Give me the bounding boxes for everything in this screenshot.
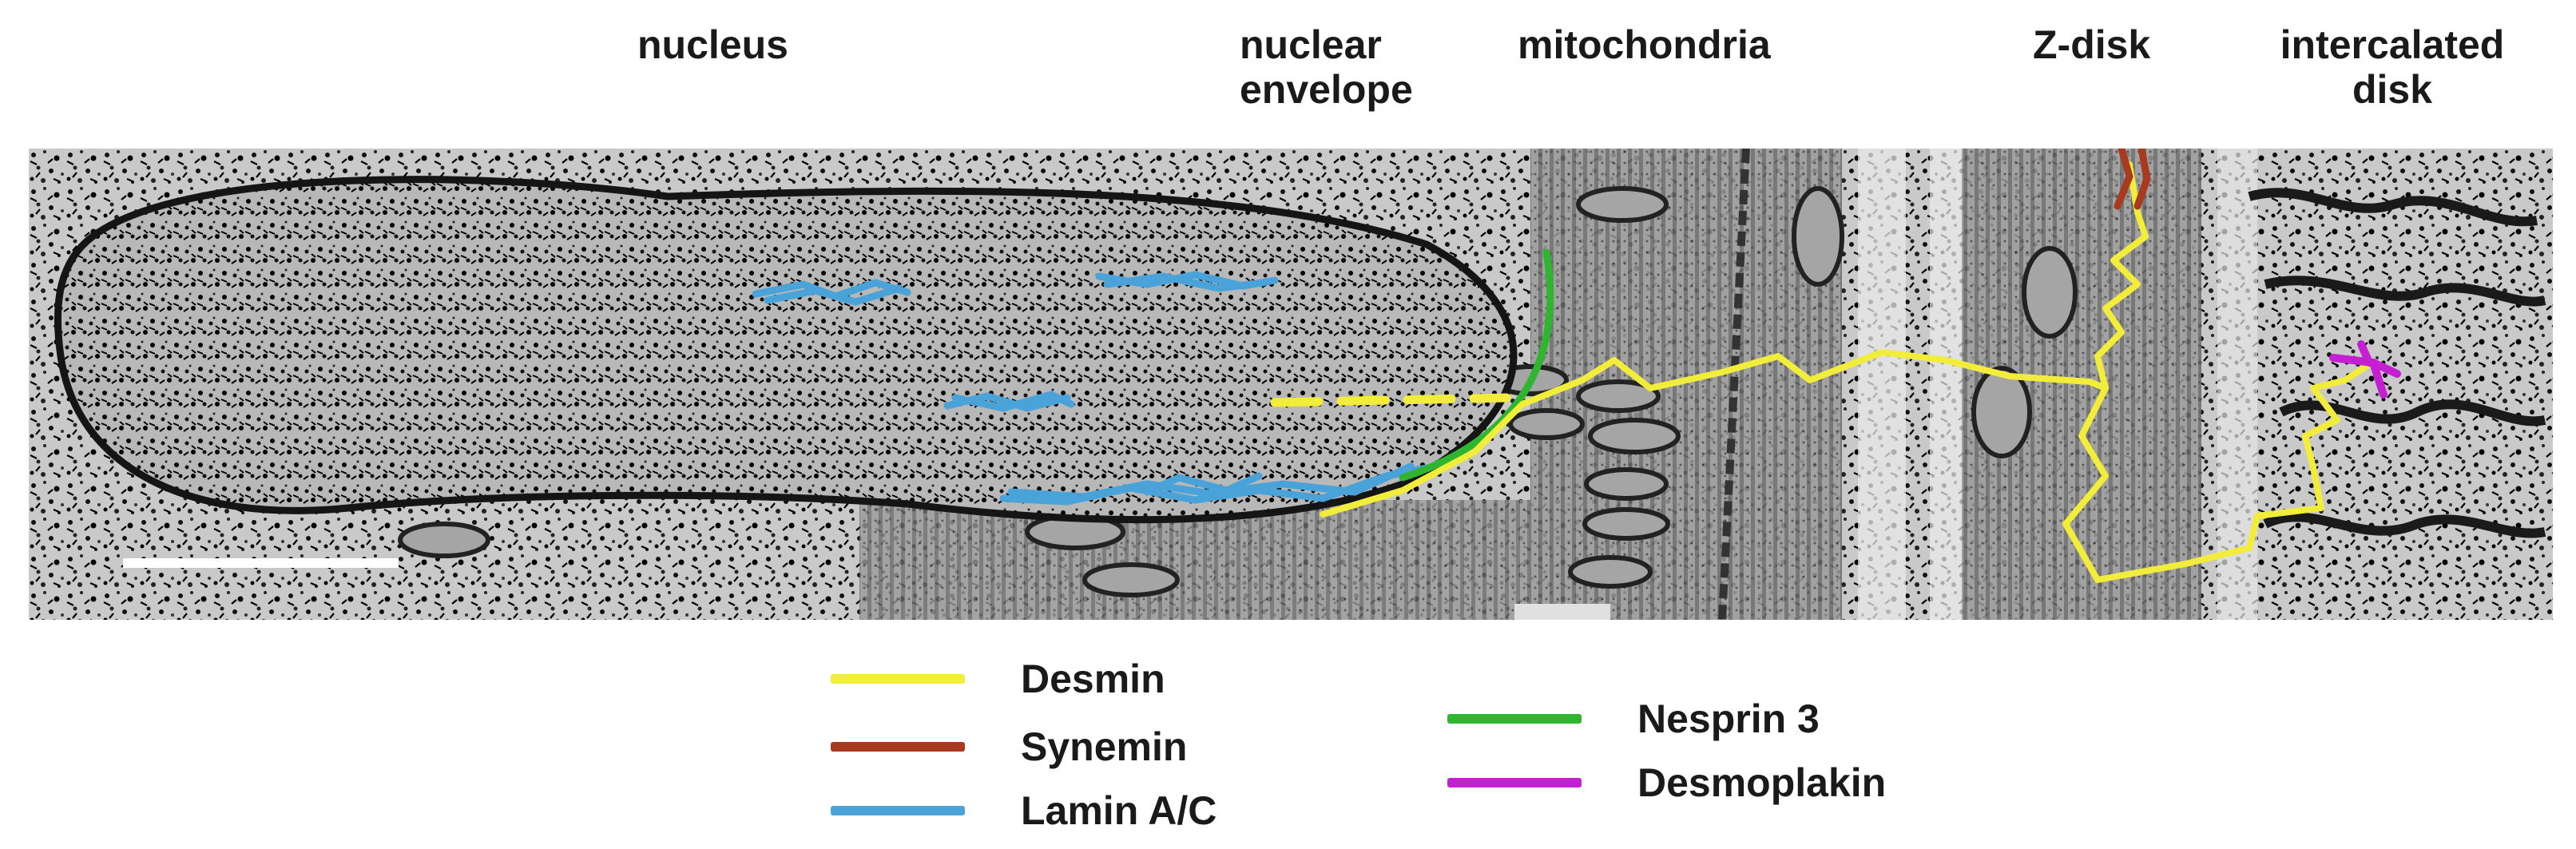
lamin-filament bbox=[1143, 472, 1263, 496]
intercalated-disk-structures bbox=[2248, 188, 2546, 538]
legend-swatch-lamin bbox=[831, 806, 965, 815]
legend-label-lamin: Lamin A/C bbox=[1021, 788, 1217, 833]
legend-item-desmin: Desmin bbox=[831, 655, 1165, 703]
nucleus bbox=[54, 176, 1518, 524]
z-line bbox=[1718, 149, 1750, 620]
legend-item-nesprin-3: Nesprin 3 bbox=[1447, 695, 1820, 743]
legend-item-lamin: Lamin A/C bbox=[831, 787, 1217, 835]
light-band bbox=[1858, 149, 1906, 620]
legend-swatch-synemin bbox=[831, 742, 965, 752]
desmoplakin-marker bbox=[2329, 340, 2401, 399]
legend-item-synemin: Synemin bbox=[831, 723, 1187, 771]
legend-label-nesprin-3: Nesprin 3 bbox=[1637, 696, 1820, 741]
desmin-filament bbox=[1320, 349, 2109, 518]
lamin-filament bbox=[1007, 462, 1415, 501]
desmoplakin-segment bbox=[2357, 340, 2373, 367]
desmin-filaments bbox=[1270, 161, 2372, 583]
scale-bar bbox=[123, 558, 399, 568]
legend-swatch-nesprin-3 bbox=[1447, 714, 1582, 724]
lamin-filament bbox=[951, 391, 1075, 412]
label-nucleus: nucleus bbox=[637, 22, 788, 67]
desmoplakin-segment bbox=[2369, 359, 2387, 399]
label-z-disk: Z-disk bbox=[2033, 22, 2151, 67]
label-nuclear-envelope: nuclear envelope bbox=[1240, 22, 1413, 112]
lamin-filament bbox=[1103, 272, 1267, 292]
myofibril-region-left bbox=[1530, 149, 1842, 620]
micrograph-panel bbox=[29, 149, 2553, 620]
legend-swatch-desmin bbox=[831, 674, 965, 684]
nesprin-3-filament bbox=[1399, 248, 1554, 482]
label-intercalated-disk: intercalated disk bbox=[2280, 22, 2505, 112]
legend-item-desmoplakin: Desmoplakin bbox=[1447, 759, 1886, 807]
desmin-filament bbox=[2062, 361, 2372, 583]
legend-swatch-desmoplakin bbox=[1447, 778, 1582, 788]
legend-label-desmin: Desmin bbox=[1021, 657, 1165, 701]
synemin-filament bbox=[2133, 149, 2151, 210]
desmin-nuclear-segment bbox=[1270, 393, 1511, 407]
lamin-filament bbox=[764, 284, 903, 306]
label-mitochondria: mitochondria bbox=[1518, 22, 1771, 67]
legend-label-desmoplakin: Desmoplakin bbox=[1637, 760, 1887, 805]
synemin-filament bbox=[2114, 149, 2133, 210]
light-band bbox=[1930, 149, 1962, 620]
image-artifact bbox=[1514, 604, 1610, 620]
synemin-filaments bbox=[2114, 149, 2151, 210]
legend-label-synemin: Synemin bbox=[1021, 724, 1188, 769]
desmin-filament bbox=[2094, 161, 2149, 391]
lamin-filaments bbox=[752, 271, 1431, 506]
